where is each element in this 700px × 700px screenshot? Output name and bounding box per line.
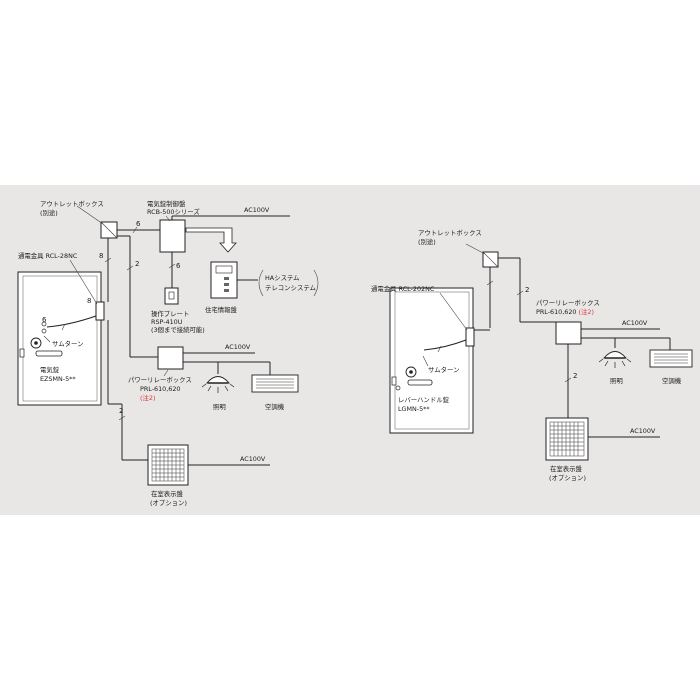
left-relay-model: PRL-610,620 bbox=[140, 385, 180, 393]
right-relay-model: PRL-610,620 (注2) bbox=[536, 307, 594, 316]
wire-count-6c: 6 bbox=[176, 262, 181, 270]
left-op-plate-note: (3個まで接続可能) bbox=[151, 325, 205, 334]
left-light-fixture bbox=[206, 376, 230, 384]
right-ac-relay: AC100V bbox=[622, 319, 648, 327]
left-signal-arrow bbox=[185, 227, 237, 253]
right-lighting-label: 照明 bbox=[610, 377, 623, 385]
left-relay-note: (注2) bbox=[140, 393, 155, 402]
left-home-panel-label: 住宅情報盤 bbox=[205, 305, 238, 314]
left-display-grid bbox=[151, 448, 185, 482]
left-lock-controller bbox=[159, 219, 186, 253]
left-lighting-label: 照明 bbox=[213, 403, 226, 411]
left-aircon bbox=[251, 374, 299, 393]
wire-count-8a: 8 bbox=[99, 252, 103, 260]
left-diagram: アウトレットボックス (別途) 電気錠制御盤 RCB-500シリーズ AC100… bbox=[17, 199, 319, 507]
right-wire-count-2a-vis: 2 bbox=[573, 372, 577, 380]
left-door-inner bbox=[22, 275, 98, 402]
right-aircon bbox=[649, 349, 693, 368]
right-outlet-box-sub: (別途) bbox=[418, 237, 436, 246]
left-hinge bbox=[95, 301, 105, 321]
left-hinge-label: 通電金具 RCL-28NC bbox=[18, 251, 78, 260]
left-ac-display: AC100V bbox=[240, 455, 266, 463]
right-light-fixture bbox=[603, 351, 627, 359]
right-relay-label: パワーリレーボックス bbox=[536, 299, 600, 307]
right-thumb-turn-label: サムターン bbox=[428, 365, 460, 374]
right-lever-model: LGMN-5** bbox=[398, 405, 430, 413]
left-lock-handle bbox=[35, 350, 63, 357]
left-controller-model: RCB-500シリーズ bbox=[147, 207, 200, 216]
left-display-label: 在室表示盤 bbox=[151, 489, 184, 498]
right-display-label: 在室表示盤 bbox=[550, 464, 583, 473]
right-lever-lock-label: レバーハンドル錠 bbox=[398, 395, 450, 404]
right-relay-box bbox=[555, 321, 582, 345]
right-display-option: (オプション) bbox=[549, 474, 586, 482]
right-diagram: アウトレットボックス (別途) 2 2 6 AC100V パワーリレーボックス … bbox=[371, 229, 693, 482]
left-door bbox=[17, 271, 102, 406]
left-op-plate-label: 操作プレート bbox=[151, 309, 189, 318]
left-relay-label: パワーリレーボックス bbox=[128, 376, 192, 384]
left-outlet-box-sub: (別途) bbox=[40, 208, 58, 217]
right-wire-count-2b: 2 bbox=[525, 286, 529, 294]
wire-count-8b: 8 bbox=[87, 297, 91, 305]
left-display-option: (オプション) bbox=[150, 499, 187, 507]
right-display-grid bbox=[549, 421, 585, 457]
wire-count-6d: 6 bbox=[42, 316, 47, 324]
left-relay-box bbox=[157, 346, 184, 370]
left-outlet-box-label: アウトレットボックス bbox=[40, 200, 104, 208]
right-door bbox=[389, 287, 474, 434]
wire-count-2a: 2 bbox=[119, 407, 123, 415]
left-ac-top: AC100V bbox=[244, 206, 270, 214]
left-lock-model: EZSMN-5** bbox=[40, 375, 76, 383]
right-ac-display: AC100V bbox=[630, 427, 656, 435]
left-lock-label: 電気錠 bbox=[40, 365, 60, 374]
right-hinge-label: 通電金具 RCL-202NC bbox=[371, 284, 435, 293]
left-thumb-turn-label: サムターン bbox=[52, 339, 84, 348]
left-controller-label: 電気錠制御盤 bbox=[147, 199, 186, 208]
right-hinge bbox=[465, 327, 475, 347]
right-aircon-label: 空調機 bbox=[662, 376, 682, 385]
right-door-inner bbox=[394, 291, 470, 430]
left-op-plate-model: RSP-410U bbox=[151, 318, 183, 326]
right-lever-handle bbox=[407, 379, 433, 386]
left-aircon-label: 空調機 bbox=[265, 402, 285, 411]
right-outlet-box-label: アウトレットボックス bbox=[418, 229, 482, 237]
left-ac-relay: AC100V bbox=[225, 343, 251, 351]
wire-count-6a: 6 bbox=[136, 220, 141, 228]
left-telecon-system: テレコンシステム bbox=[265, 284, 316, 292]
left-ha-system: HAシステム bbox=[265, 274, 300, 282]
wire-count-2b: 2 bbox=[135, 260, 139, 268]
